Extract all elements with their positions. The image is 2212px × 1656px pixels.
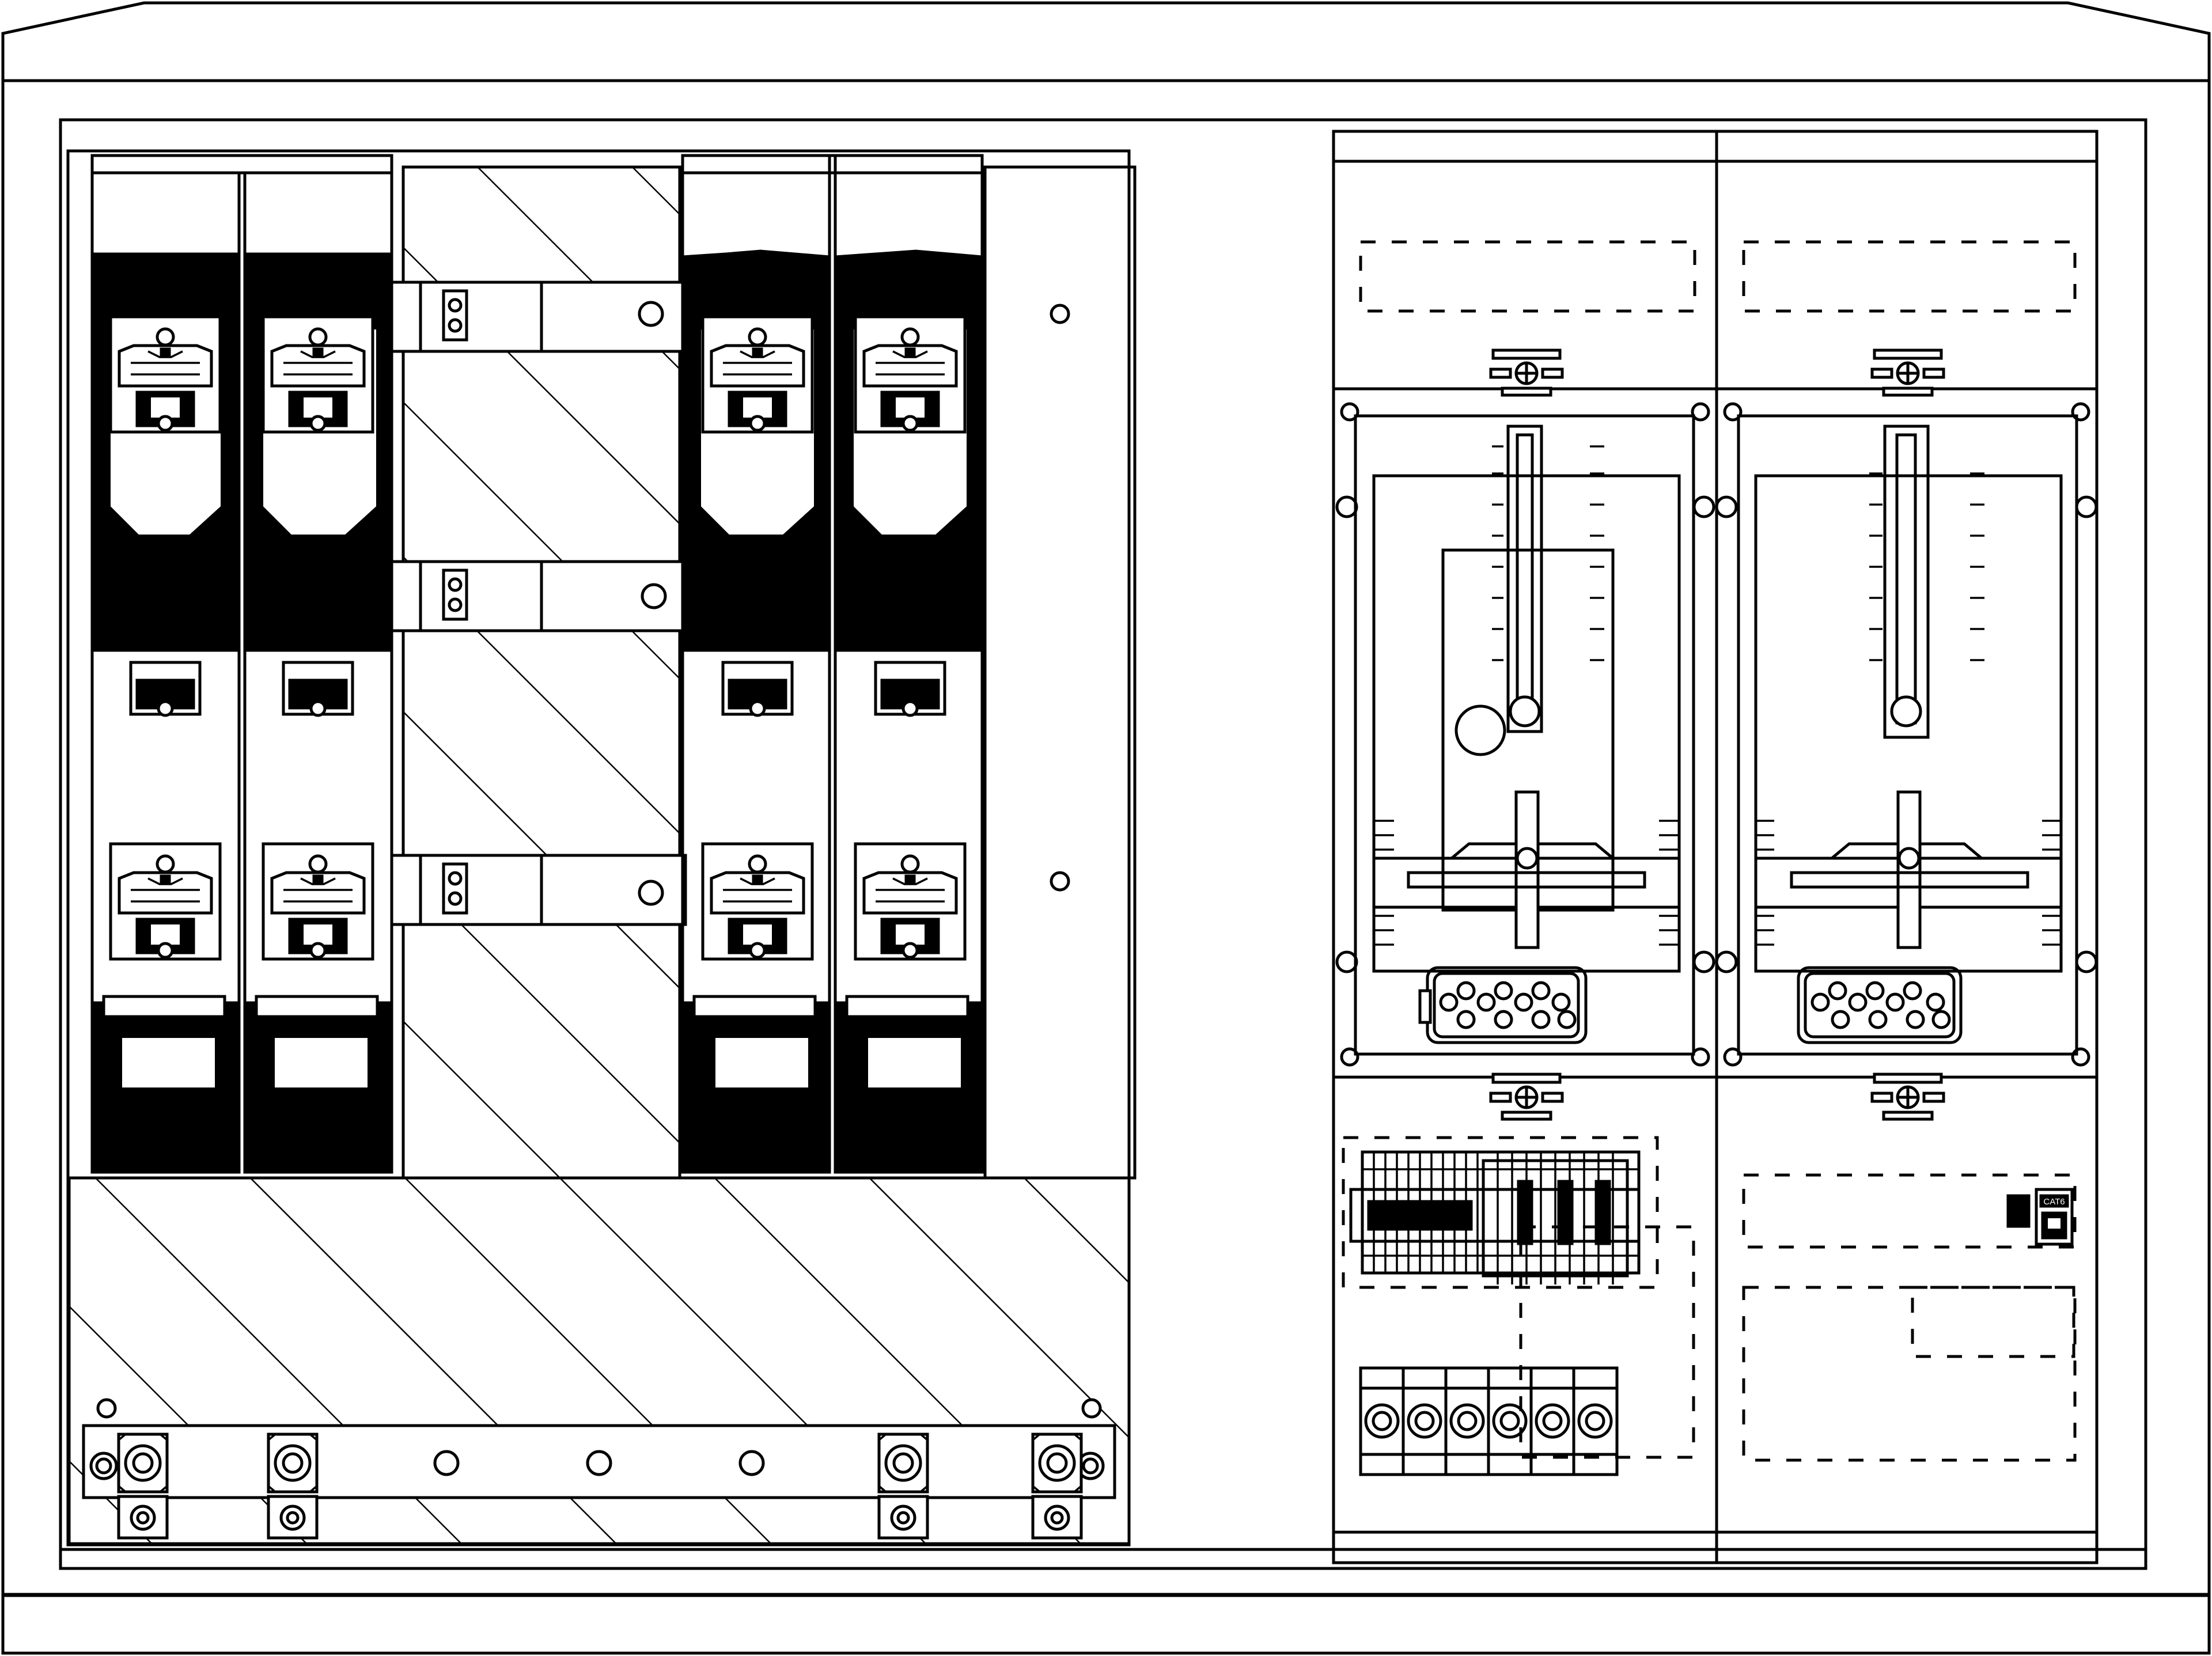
- left-blank-side-panel: [983, 165, 1137, 1180]
- lower-module-left: [1342, 1074, 1695, 1476]
- right-meter-section: CAT6: [1332, 130, 2099, 1564]
- meter-connector-2: [1797, 966, 1963, 1044]
- ground-terminal-2: [268, 1434, 317, 1538]
- inner-frame-bottom-rail: [59, 1548, 2147, 1570]
- ground-terminal-3: [879, 1434, 927, 1538]
- fuse-switch-column-4: [834, 154, 984, 1174]
- top-blank-module-right: [1742, 240, 2077, 395]
- fuse-switch-column-3: [681, 154, 831, 1174]
- terminal-block-strip: [1349, 1152, 1641, 1284]
- meter-bay-1: [1335, 402, 1715, 1067]
- meter-bay-2: [1715, 402, 2098, 1067]
- busbar-connector-3: [390, 854, 687, 926]
- network-jack-label: CAT6: [2043, 1197, 2065, 1207]
- cabinet-roof: [1, 1, 2211, 82]
- busbar-connector-2: [390, 560, 687, 632]
- meter-connector-1: [1418, 966, 1588, 1044]
- network-jack-icon: CAT6: [2006, 1188, 2074, 1246]
- top-blank-module-left: [1359, 240, 1696, 395]
- lower-module-right: CAT6: [1742, 1074, 2077, 1462]
- fuse-switch-column-1: [90, 154, 241, 1174]
- cabinet-base: [1, 1593, 2211, 1655]
- ground-terminal-4: [1033, 1434, 1081, 1538]
- fuse-switch-column-2: [243, 154, 393, 1174]
- left-distribution-section: [66, 149, 1137, 1547]
- ground-rail: [82, 1398, 1116, 1538]
- ground-terminal-1: [119, 1434, 167, 1538]
- fuse-terminal-row: [1359, 1366, 1619, 1476]
- busbar-connector-1: [390, 281, 687, 353]
